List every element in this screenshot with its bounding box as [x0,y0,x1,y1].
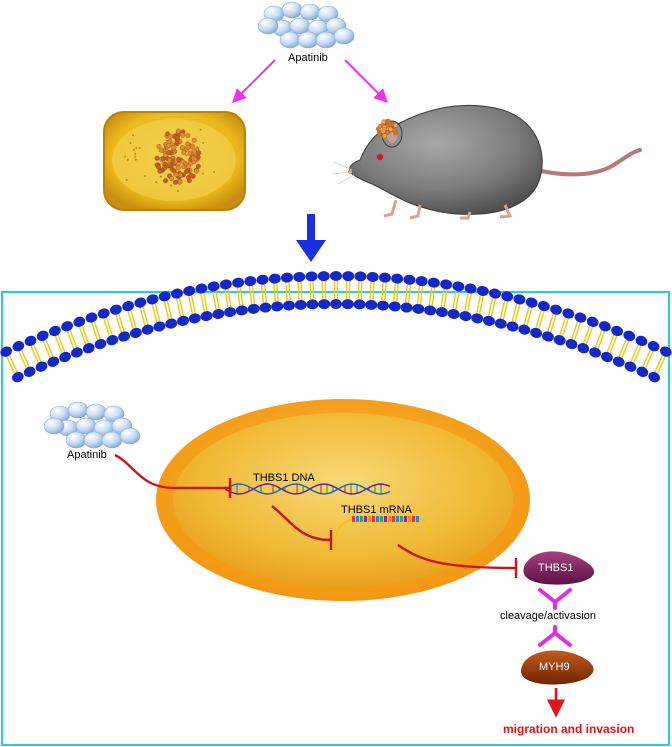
petri-dish-icon [103,111,246,211]
interaction-connector [538,588,572,647]
dna-label: THBS1 DNA [253,472,315,484]
outcome-label: migration and invasion [503,722,635,736]
pill-cluster-icon [43,401,141,449]
pill-cluster-icon [257,1,355,49]
mrna-label: THBS1 mRNA [341,504,412,516]
arrow-to-mouse [344,59,388,103]
down-arrow-icon [296,214,326,262]
cell-membrane [0,271,672,383]
inhibition-arrow [114,453,232,498]
mrna-strand-icon [335,516,433,539]
nucleus [156,399,530,601]
partner-label: MYH9 [539,661,570,673]
inhibition-arrow [397,544,518,578]
mouse-icon [331,104,642,220]
cell-colony [124,128,216,193]
interaction-label: cleavage/activasion [500,610,597,622]
tumor-mass [375,118,398,140]
arrow-to-dish [232,59,276,103]
inhibition-arrow [271,505,333,550]
protein-label: THBS1 [538,562,574,574]
drug-label-top: Apatinib [288,52,328,64]
thbs1-protein [523,551,595,585]
drug-label-panel: Apatinib [67,449,107,461]
myh9-protein [520,650,594,685]
